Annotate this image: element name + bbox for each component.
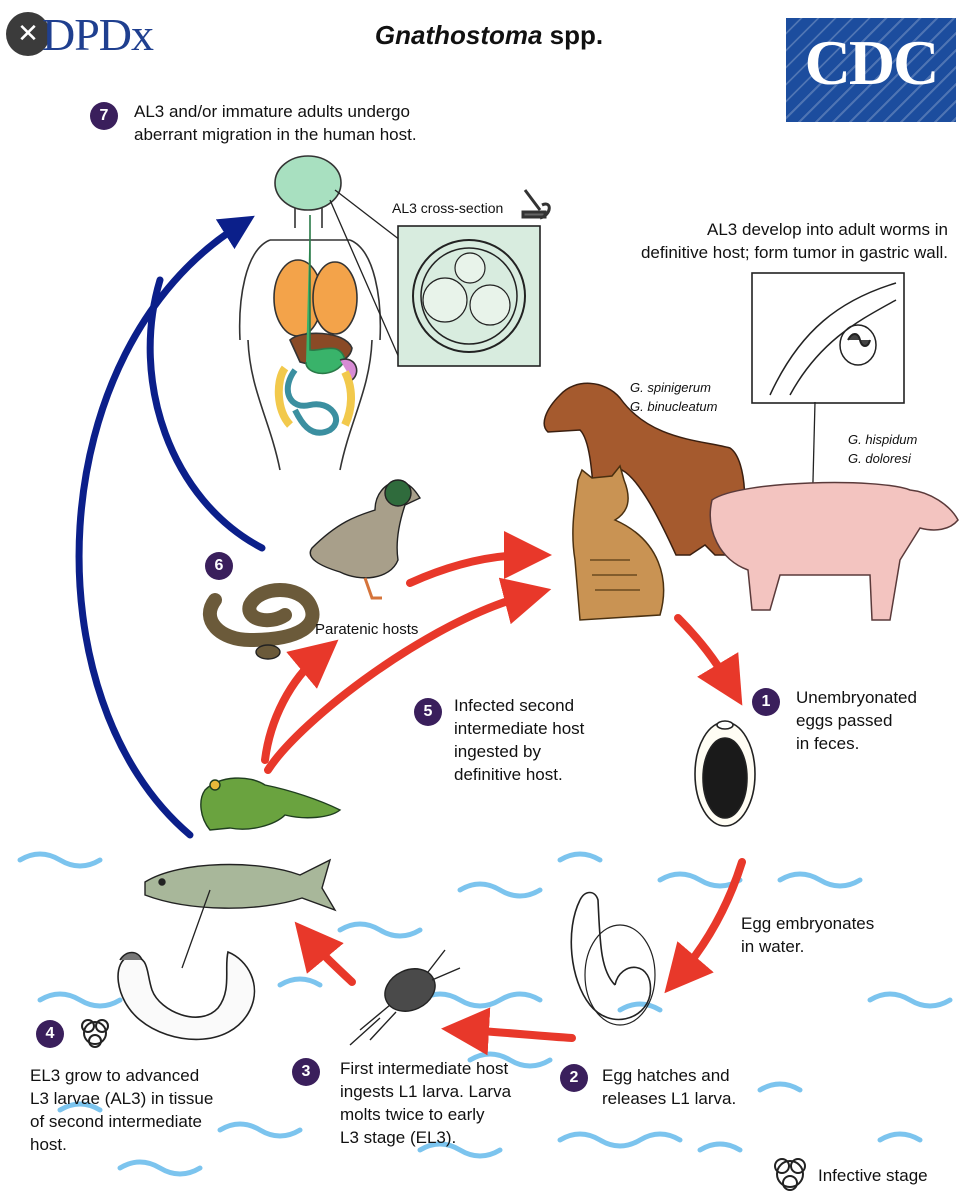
gastric-tumor-illustration [751, 272, 905, 521]
pig-illustration [709, 481, 959, 621]
egg-embryonated-illustration [570, 891, 656, 1026]
step-5-badge: 5 [414, 698, 442, 726]
step-3-badge: 3 [292, 1058, 320, 1086]
page-title: Gnathostoma spp. [374, 20, 604, 50]
step-4-badge: 4 [36, 1020, 64, 1048]
step-7-text: AL3 and/or immature adults undergo aberr… [134, 102, 417, 144]
step-1-text: Unembryonated eggs passed in feces. [796, 688, 917, 753]
step-2-text: Egg hatches and releases L1 larva. [602, 1066, 737, 1108]
step-1-badge: 1 [752, 688, 780, 716]
duck-illustration [309, 479, 422, 600]
blue-arrows [75, 215, 266, 839]
step-3-text: First intermediate host ingests L1 larva… [340, 1059, 512, 1147]
species-dog-cat: G. spinigerum G. binucleatum [630, 380, 718, 414]
egg-embryonates-text: Egg embryonates in water. [741, 914, 875, 956]
al3-cross-section [329, 189, 541, 367]
dog-illustration [543, 382, 746, 556]
human-figure [238, 155, 382, 471]
egg-unembryonated-illustration [694, 720, 756, 827]
step-6-badge: 6 [205, 552, 233, 580]
al3-larva-illustration [117, 950, 256, 1041]
infective-stage-label: Infective stage [818, 1166, 928, 1185]
paratenic-hosts-label: Paratenic hosts [315, 621, 419, 638]
microscope-icon [521, 189, 551, 220]
step-7-badge: 7 [90, 102, 118, 130]
step-4-text: EL3 grow to advanced L3 larvae (AL3) in … [30, 1066, 214, 1154]
cdc-logo: CDC [786, 18, 956, 122]
definitive-host-text: AL3 develop into adult worms in definiti… [640, 220, 948, 262]
al3-cross-section-label: AL3 cross-section [392, 200, 504, 216]
close-icon[interactable]: ✕ [6, 12, 50, 56]
species-pig: G. hispidum G. doloresi [848, 432, 918, 466]
cat-illustration [572, 464, 665, 621]
step-2-badge: 2 [560, 1064, 588, 1092]
dpdx-logo: DPDx [42, 9, 154, 60]
frog-illustration [200, 777, 342, 831]
biohazard-icon [81, 1019, 109, 1048]
fish-illustration [144, 858, 337, 912]
biohazard-icon [774, 1158, 806, 1191]
water-waves [17, 851, 953, 1177]
snake-illustration [203, 583, 320, 660]
step-5-text: Infected second intermediate host ingest… [454, 696, 585, 784]
red-arrows [261, 531, 746, 1056]
copepod-illustration [349, 949, 461, 1046]
